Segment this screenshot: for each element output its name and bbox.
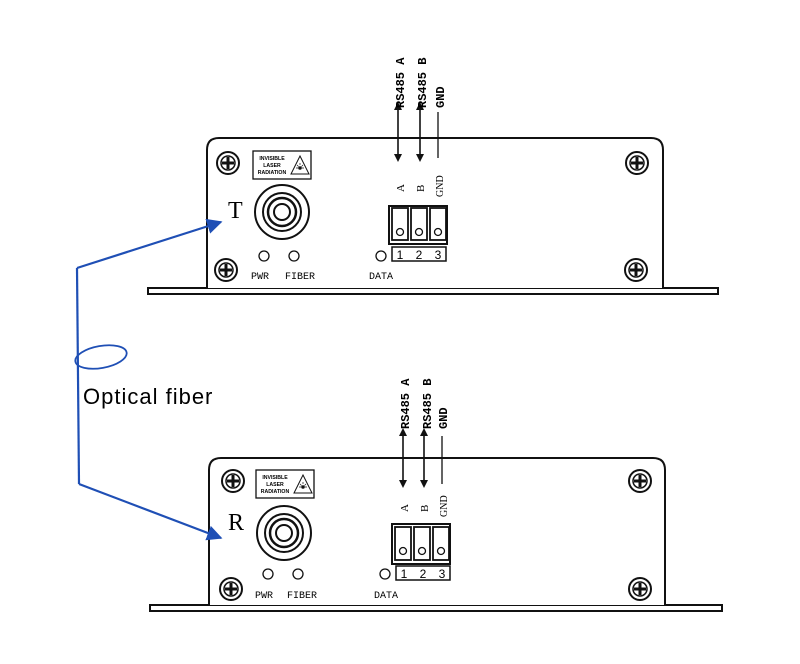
pwr-led [258,250,270,262]
fiber-port [254,184,310,240]
screw-icon [216,151,240,175]
fiber-led [288,250,300,262]
terminal-number: 3 [435,248,442,262]
pwr-led-label: PWR [255,591,273,602]
mounting-flange [149,604,723,612]
terminal-number: 1 [401,567,408,581]
terminal-number: 3 [439,567,446,581]
laser-warning-line: LASER [266,482,284,488]
terminal-number: 1 [397,248,404,262]
terminal-letter: A [399,504,411,512]
unit-letter: R [228,510,244,536]
fiber-led [292,568,304,580]
data-led [379,568,391,580]
signal-label-gnd: GND [434,86,448,108]
screw-icon [214,258,238,282]
terminal-letter: GND [435,175,446,197]
terminal-letter: GND [439,495,450,517]
terminal-block: 1 2 3 [391,523,451,581]
screw-icon [219,577,243,601]
terminal-letter: B [419,505,431,512]
terminal-number: 2 [416,248,423,262]
screw-icon [624,258,648,282]
data-led-label: DATA [369,272,393,283]
laser-warning-line: LASER [263,163,281,169]
laser-warning-line: INVISIBLE [259,156,285,162]
data-led [375,250,387,262]
terminal-block: 1 2 3 [388,205,448,262]
signal-label-rs485-b: RS485 B [421,379,435,429]
laser-warning-label: INVISIBLE LASER RADIATION [255,469,315,499]
fiber-led-label: FIBER [287,591,317,602]
laser-hazard-icon [290,154,310,175]
screw-icon [628,577,652,601]
fiber-loop-marker [74,344,128,370]
signal-label-rs485-b: RS485 B [416,58,430,108]
fiber-line-to-receiver [78,482,223,541]
signal-label-rs485-a: RS485 A [394,57,408,108]
optical-fiber [74,218,223,541]
laser-warning-line: INVISIBLE [262,475,288,481]
fiber-port [256,505,312,561]
laser-warning-line: RADIATION [258,170,287,176]
laser-warning-line: RADIATION [261,489,290,495]
unit-letter: T [228,198,243,224]
pwr-led [262,568,274,580]
pwr-led-label: PWR [251,272,269,283]
screw-icon [625,151,649,175]
signal-label-gnd: GND [437,407,451,429]
terminal-letter: B [415,185,427,192]
fiber-line-to-transmitter [76,218,223,270]
laser-warning-label: INVISIBLE LASER RADIATION [252,150,312,180]
transmitter-unit: INVISIBLE LASER RADIATION T PWR FIBER DA… [147,57,719,295]
fiber-line-vertical [75,267,81,485]
mounting-flange [147,287,719,295]
fiber-led-label: FIBER [285,272,315,283]
terminal-number: 2 [420,567,427,581]
receiver-unit: INVISIBLE LASER RADIATION R PWR FIBER DA… [149,378,723,612]
signal-label-rs485-a: RS485 A [399,378,413,429]
data-led-label: DATA [374,591,398,602]
terminal-letter: A [395,184,407,192]
laser-hazard-icon [293,473,313,494]
screw-icon [221,469,245,493]
screw-icon [628,469,652,493]
optical-fiber-label: Optical fiber [83,384,213,409]
